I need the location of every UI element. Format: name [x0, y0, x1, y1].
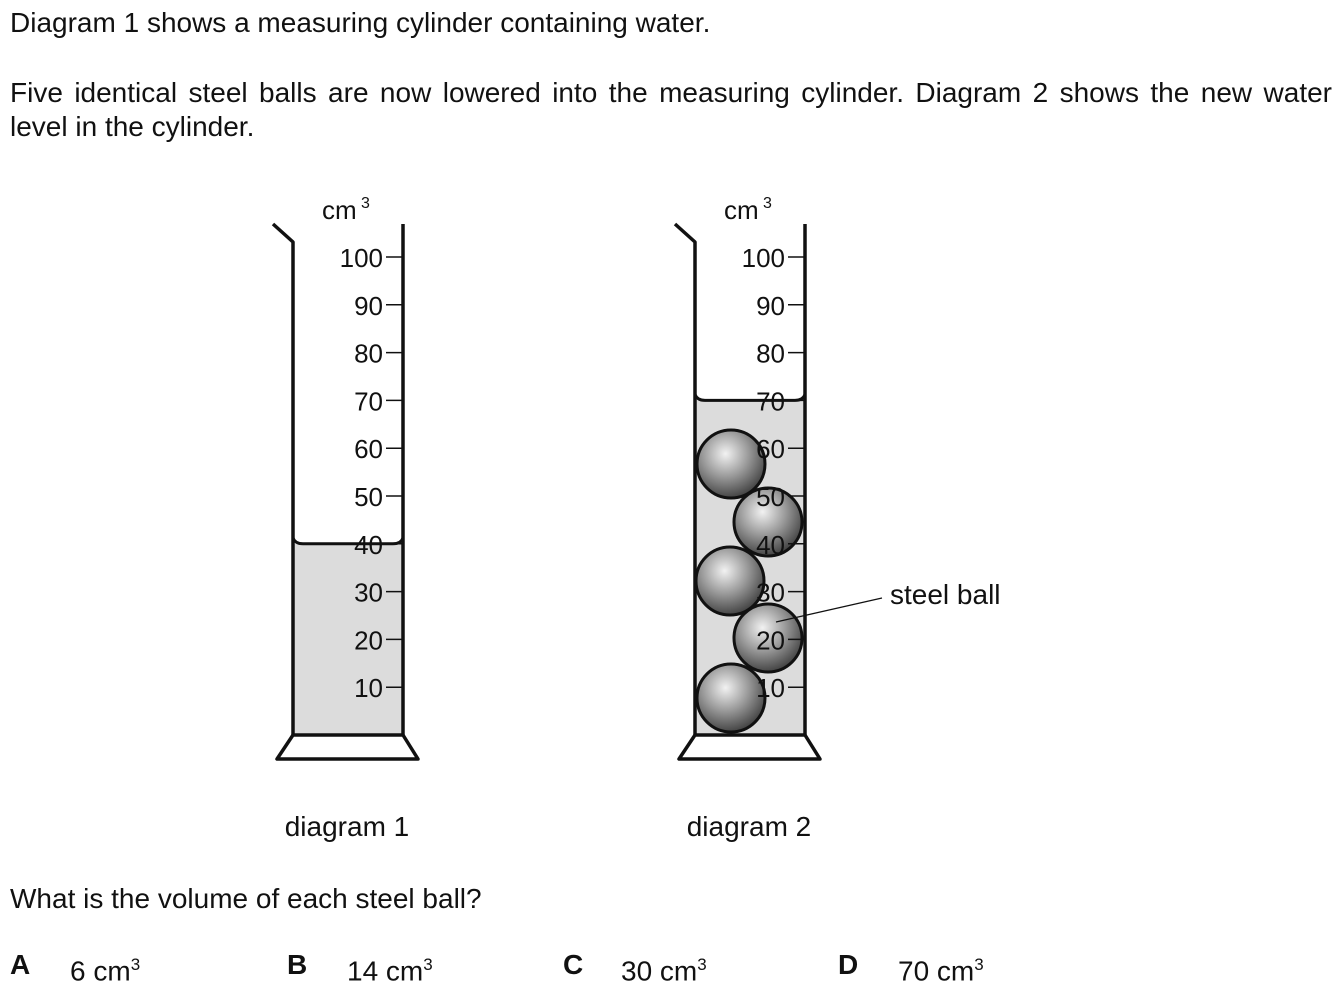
cylinder-base: [677, 733, 822, 761]
scale-label: 10: [756, 673, 785, 703]
setup-text: Five identical steel balls are now lower…: [10, 77, 1332, 142]
left-wall: [271, 222, 295, 735]
option-d-letter: D: [838, 949, 859, 980]
scale-label: 90: [756, 291, 785, 321]
water: [293, 543, 403, 735]
steel-ball-label: steel ball: [890, 579, 1001, 610]
steel-ball: [695, 428, 767, 500]
scale-label: 10: [354, 673, 383, 703]
scale-label: 60: [354, 434, 383, 464]
option-a[interactable]: A 6 cm3: [10, 948, 140, 986]
scale-label: 90: [354, 291, 383, 321]
option-b[interactable]: B 14 cm3: [287, 948, 433, 986]
option-c-letter: C: [563, 949, 584, 980]
scale-label: 70: [354, 386, 383, 416]
scale-label: 30: [756, 578, 785, 608]
diagram-caption: diagram 1: [285, 811, 410, 842]
option-c-value: 30 cm3: [621, 955, 707, 987]
scale-label: 30: [354, 578, 383, 608]
scale-label: 50: [354, 482, 383, 512]
steel-ball: [695, 662, 767, 734]
scale-label: 40: [756, 530, 785, 560]
unit-label: cm: [724, 195, 759, 225]
scale-label: 20: [756, 625, 785, 655]
option-c[interactable]: C 30 cm3: [563, 948, 707, 986]
option-a-letter: A: [10, 949, 31, 980]
scale-label: 100: [742, 243, 785, 273]
unit-superscript: 3: [361, 195, 370, 212]
unit-superscript: 3: [763, 195, 772, 212]
water-meniscus: [291, 537, 405, 546]
scale-label: 20: [354, 625, 383, 655]
steel-ball: [732, 602, 804, 674]
scale-label: 50: [756, 482, 785, 512]
option-b-letter: B: [287, 949, 308, 980]
scale-label: 80: [354, 339, 383, 369]
intro-text: Diagram 1 shows a measuring cylinder con…: [10, 7, 711, 38]
scale-label: 100: [340, 243, 383, 273]
scale-label: 60: [756, 434, 785, 464]
steel-ball: [694, 545, 766, 617]
option-a-value: 6 cm3: [70, 955, 141, 987]
steel-ball-leader-line: [775, 597, 883, 623]
option-d[interactable]: D 70 cm3: [838, 948, 984, 986]
water-meniscus: [693, 393, 807, 402]
option-b-value: 14 cm3: [347, 955, 433, 987]
cylinder-base: [275, 733, 420, 761]
question-text: What is the volume of each steel ball?: [10, 883, 482, 914]
left-wall: [673, 222, 697, 735]
steel-ball: [732, 486, 804, 558]
scale-label: 80: [756, 339, 785, 369]
option-d-value: 70 cm3: [898, 955, 984, 987]
diagram-caption: diagram 2: [687, 811, 812, 842]
unit-label: cm: [322, 195, 357, 225]
